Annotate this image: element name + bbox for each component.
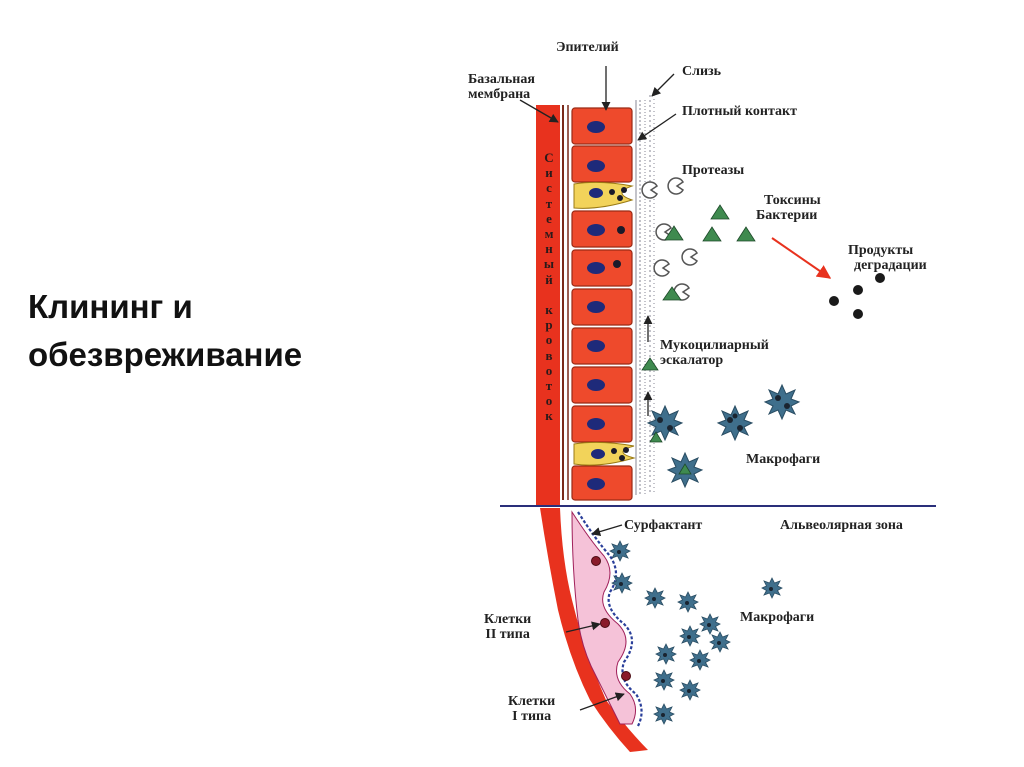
bloodstream-letter: р — [545, 317, 553, 333]
granules — [609, 187, 629, 461]
label-proteases: Протеазы — [682, 163, 745, 178]
bloodstream-letter: т — [545, 378, 553, 394]
label-epithelium: Эпителий — [556, 40, 619, 55]
bloodstream-letter: о — [545, 332, 553, 348]
cilia — [635, 95, 655, 495]
bloodstream-letter: к — [545, 302, 553, 318]
bloodstream-letter: к — [545, 408, 553, 424]
alveolar-epithelium — [571, 510, 636, 725]
bloodstream-letter: С — [544, 150, 554, 165]
bloodstream-vessel — [536, 105, 560, 505]
bloodstream-letter: о — [545, 393, 553, 409]
alveolar-vessel — [540, 508, 648, 752]
label-macrophages-top: Макрофаги — [746, 452, 821, 467]
macrophages-top — [647, 384, 800, 488]
pointer-arrows — [519, 66, 677, 711]
title-line-1: Клининг и — [28, 288, 193, 325]
bloodstream-letter: ы — [543, 256, 555, 272]
bloodstream-letter: с — [546, 180, 552, 196]
nuclei — [587, 121, 605, 490]
toxin-icons — [641, 204, 756, 371]
slide-title: Клининг и обезвреживание — [28, 283, 428, 379]
bloodstream-letter: н — [545, 241, 553, 257]
label-macrophages-bottom: Макрофаги — [740, 610, 815, 625]
label-alveolar-zone: Альвеолярная зона — [780, 518, 903, 533]
title-line-2: обезвреживание — [28, 336, 303, 373]
bloodstream-letter: и — [545, 165, 553, 181]
bloodstream-letter: е — [546, 210, 552, 226]
bloodstream-letter: о — [545, 362, 553, 378]
degradation-dots — [829, 273, 885, 319]
label-mucus: Слизь — [682, 64, 722, 79]
bloodstream-letter: м — [544, 226, 554, 242]
red-arrow — [771, 237, 832, 279]
label-surfactant: Сурфактант — [624, 518, 703, 533]
macrophages-bottom — [609, 540, 783, 725]
type-cells — [591, 556, 631, 681]
bloodstream-letter — [540, 287, 558, 302]
bloodstream-letter: т — [545, 195, 553, 211]
bloodstream-letter: й — [545, 271, 553, 287]
surfactant-layer — [577, 511, 643, 727]
bloodstream-letter: в — [545, 347, 553, 363]
label-tight-junction: Плотный контакт — [682, 104, 797, 119]
